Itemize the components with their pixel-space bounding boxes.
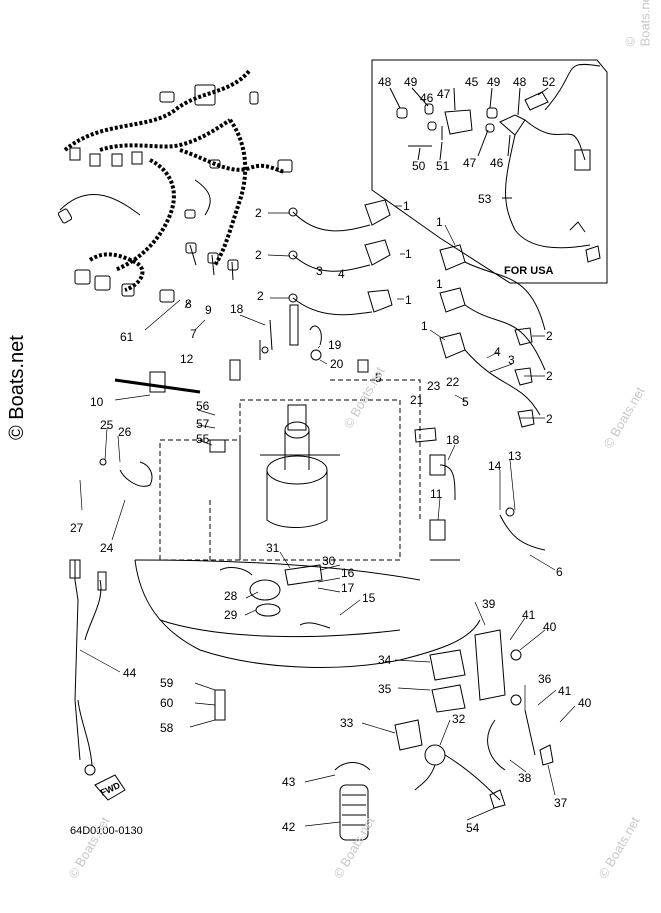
callout-36: 36	[538, 672, 552, 686]
callout-16: 16	[341, 566, 355, 580]
callout-41: 41	[522, 608, 536, 622]
spring-cover	[334, 762, 371, 841]
callout-41: 41	[558, 684, 572, 698]
callout-8: 8	[185, 297, 192, 311]
callout-48: 48	[378, 75, 392, 89]
watermark-main: © Boats.net	[6, 335, 28, 440]
callout-3: 3	[508, 353, 515, 367]
inset-label-for-usa: FOR USA	[504, 265, 554, 277]
callout-2: 2	[255, 248, 262, 262]
leader-lines	[79, 205, 576, 827]
callout-2: 2	[546, 412, 553, 426]
callout-58: 58	[160, 721, 174, 735]
callout-60: 60	[160, 696, 174, 710]
callout-21: 21	[410, 393, 424, 407]
callout-47: 47	[437, 87, 451, 101]
callout-52: 52	[542, 75, 556, 89]
inset-box	[371, 59, 608, 284]
callout-2: 2	[255, 206, 262, 220]
callout-45: 45	[465, 75, 479, 89]
callout-27: 27	[70, 521, 84, 535]
callout-26: 26	[118, 425, 132, 439]
callout-1: 1	[436, 277, 443, 291]
callout-2: 2	[257, 289, 264, 303]
callout-42: 42	[282, 820, 296, 834]
callout-29: 29	[224, 608, 238, 622]
callout-32: 32	[452, 712, 466, 726]
callout-40: 40	[543, 620, 557, 634]
fwd-arrow	[94, 774, 126, 801]
callout-3: 3	[316, 264, 323, 278]
callout-9: 9	[205, 303, 212, 317]
callout-12: 12	[180, 352, 194, 366]
callout-13: 13	[508, 449, 522, 463]
callout-5: 5	[375, 371, 382, 385]
callout-1: 1	[421, 319, 428, 333]
callout-4: 4	[494, 345, 501, 359]
callout-19: 19	[328, 338, 342, 352]
callout-25: 25	[100, 418, 114, 432]
callout-14: 14	[488, 459, 502, 473]
callout-57: 57	[196, 417, 210, 431]
callout-17: 17	[341, 581, 355, 595]
wire-harness	[57, 68, 293, 303]
callout-61: 61	[120, 330, 134, 344]
callout-37: 37	[554, 796, 568, 810]
starter-relay-area	[394, 629, 554, 809]
bottom-cowl	[134, 559, 481, 668]
callout-2: 2	[546, 329, 553, 343]
callout-4: 4	[338, 267, 345, 281]
inset-parts	[396, 63, 601, 263]
callout-40: 40	[578, 696, 592, 710]
flywheel-assembly	[260, 404, 340, 528]
battery-cables	[69, 559, 107, 776]
callout-1: 1	[436, 215, 443, 229]
callout-11: 11	[430, 487, 443, 501]
callout-31: 31	[266, 541, 280, 555]
callout-15: 15	[362, 591, 376, 605]
callout-35: 35	[378, 682, 392, 696]
callout-20: 20	[330, 357, 344, 371]
callout-38: 38	[518, 771, 532, 785]
callout-7: 7	[190, 327, 197, 341]
callout-34: 34	[378, 653, 392, 667]
brackets	[99, 304, 546, 721]
callout-6: 6	[556, 565, 563, 579]
callout-18: 18	[446, 433, 460, 447]
callout-55: 55	[196, 432, 210, 446]
callout-48: 48	[513, 75, 527, 89]
callout-43: 43	[282, 775, 296, 789]
diagram-code: 64D0100-0130	[70, 825, 143, 837]
callout-18: 18	[230, 302, 244, 316]
callout-49: 49	[487, 75, 501, 89]
callout-39: 39	[482, 597, 496, 611]
callout-47: 47	[463, 156, 477, 170]
callout-33: 33	[340, 716, 354, 730]
watermark-faint: © Boats.net	[622, 0, 653, 47]
callout-28: 28	[224, 589, 238, 603]
callout-1: 1	[403, 199, 410, 213]
callout-46: 46	[420, 91, 434, 105]
callout-44: 44	[123, 666, 137, 680]
callout-10: 10	[90, 395, 104, 409]
callout-5: 5	[462, 395, 469, 409]
callout-53: 53	[478, 192, 492, 206]
engine-block	[159, 379, 421, 561]
callout-30: 30	[322, 554, 336, 568]
callout-59: 59	[160, 676, 174, 690]
callout-2: 2	[546, 369, 553, 383]
callout-23: 23	[427, 379, 441, 393]
callout-54: 54	[466, 821, 480, 835]
callout-46: 46	[490, 156, 504, 170]
callout-24: 24	[100, 541, 114, 555]
callout-56: 56	[196, 399, 210, 413]
callout-22: 22	[446, 375, 460, 389]
callout-49: 49	[404, 75, 418, 89]
callout-50: 50	[412, 159, 426, 173]
callout-51: 51	[436, 159, 450, 173]
callout-1: 1	[405, 293, 412, 307]
callout-1: 1	[405, 247, 412, 261]
